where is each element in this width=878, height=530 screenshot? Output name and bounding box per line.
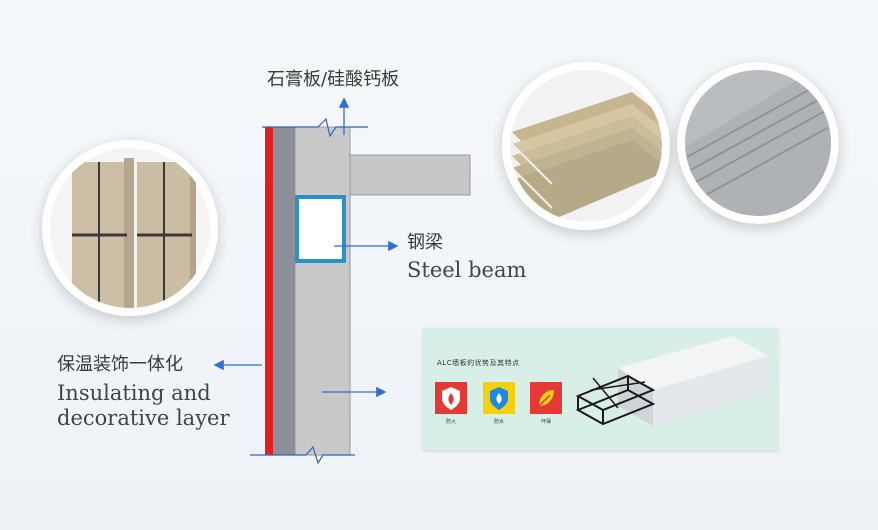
board-label-cn: 石膏板/硅酸钙板 bbox=[267, 69, 400, 90]
fire-badge-label: 防火 bbox=[445, 419, 456, 425]
alc-panel-card: ALC墙板的优势及其特点 防火 防水 环保 bbox=[423, 328, 778, 450]
wall-dark-layer bbox=[273, 127, 295, 455]
steel-beam bbox=[295, 195, 346, 263]
water-shield-icon bbox=[483, 382, 515, 414]
gypsum-board-photo bbox=[502, 62, 670, 230]
top-break-line bbox=[262, 117, 368, 138]
floor-slab bbox=[339, 154, 471, 196]
alc-panel-illustration bbox=[575, 336, 768, 426]
beam-label-en: Steel beam bbox=[407, 258, 527, 282]
decorative-panel-photo bbox=[42, 140, 218, 316]
alc-card-title: ALC墙板的优势及其特点 bbox=[437, 359, 520, 367]
bottom-break-line bbox=[250, 445, 355, 465]
beam-label-cn: 钢梁 bbox=[407, 232, 443, 253]
red-insulating-layer bbox=[265, 127, 273, 455]
calcium-silicate-board-photo bbox=[677, 62, 839, 224]
wall-light-panel bbox=[294, 126, 351, 456]
leaf-icon bbox=[530, 382, 562, 414]
eco-badge-label: 环保 bbox=[540, 419, 551, 425]
layer-label-en-2: decorative layer bbox=[57, 406, 230, 430]
layer-label-en-1: Insulating and bbox=[57, 381, 211, 405]
layer-label-cn: 保温装饰一体化 bbox=[57, 354, 183, 375]
fire-shield-icon bbox=[435, 382, 467, 414]
water-badge-label: 防水 bbox=[493, 419, 504, 425]
